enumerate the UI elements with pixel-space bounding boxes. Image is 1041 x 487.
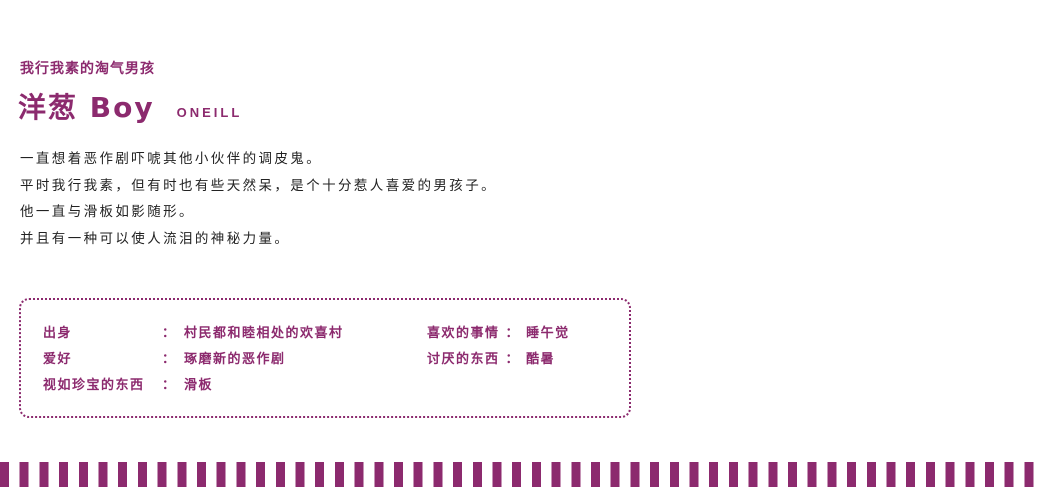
description-line: 平时我行我素，但有时也有些天然呆，是个十分惹人喜爱的男孩子。 — [20, 177, 497, 194]
decorative-stripe-border — [0, 462, 1041, 487]
birthplace-value: 村民都和睦相处的欢喜村 — [184, 326, 344, 341]
character-name: 洋葱 Boy — [18, 91, 155, 124]
character-english-name: ONEILL — [176, 105, 243, 120]
description-line: 并且有一种可以使人流泪的神秘力量。 — [20, 230, 291, 247]
character-subtitle: 我行我素的淘气男孩 — [20, 61, 155, 77]
colon: ： — [505, 326, 521, 341]
info-row-dislikes: 讨厌的东西 ： 酷暑 — [427, 348, 555, 367]
description-line: 一直想着恶作剧吓唬其他小伙伴的调皮鬼。 — [20, 151, 323, 167]
info-row-likes: 喜欢的事情 ： 睡午觉 — [427, 322, 570, 341]
hobby-label: 爱好 — [43, 352, 73, 367]
colon: ： — [162, 378, 177, 393]
hobby-value: 琢磨新的恶作剧 — [184, 352, 286, 367]
character-title-row: 洋葱 Boy ONEILL — [18, 86, 242, 126]
colon: ： — [505, 352, 521, 367]
birthplace-label: 出身 — [43, 326, 73, 341]
likes-value: 睡午觉 — [526, 326, 570, 341]
dislikes-value: 酷暑 — [526, 352, 556, 367]
colon: ： — [162, 326, 177, 341]
likes-label: 喜欢的事情 — [427, 326, 500, 341]
profile-info-box: 出身 ： 村民都和睦相处的欢喜村 爱好 ： 琢磨新的恶作剧 视如珍宝的东西 ： … — [19, 298, 631, 418]
character-description: 一直想着恶作剧吓唬其他小伙伴的调皮鬼。 平时我行我素，但有时也有些天然呆，是个十… — [20, 146, 497, 252]
colon: ： — [162, 352, 177, 367]
treasure-label: 视如珍宝的东西 — [43, 378, 145, 393]
description-line: 他一直与滑板如影随形。 — [20, 204, 195, 220]
treasure-value: 滑板 — [184, 378, 214, 393]
dislikes-label: 讨厌的东西 — [427, 352, 500, 367]
